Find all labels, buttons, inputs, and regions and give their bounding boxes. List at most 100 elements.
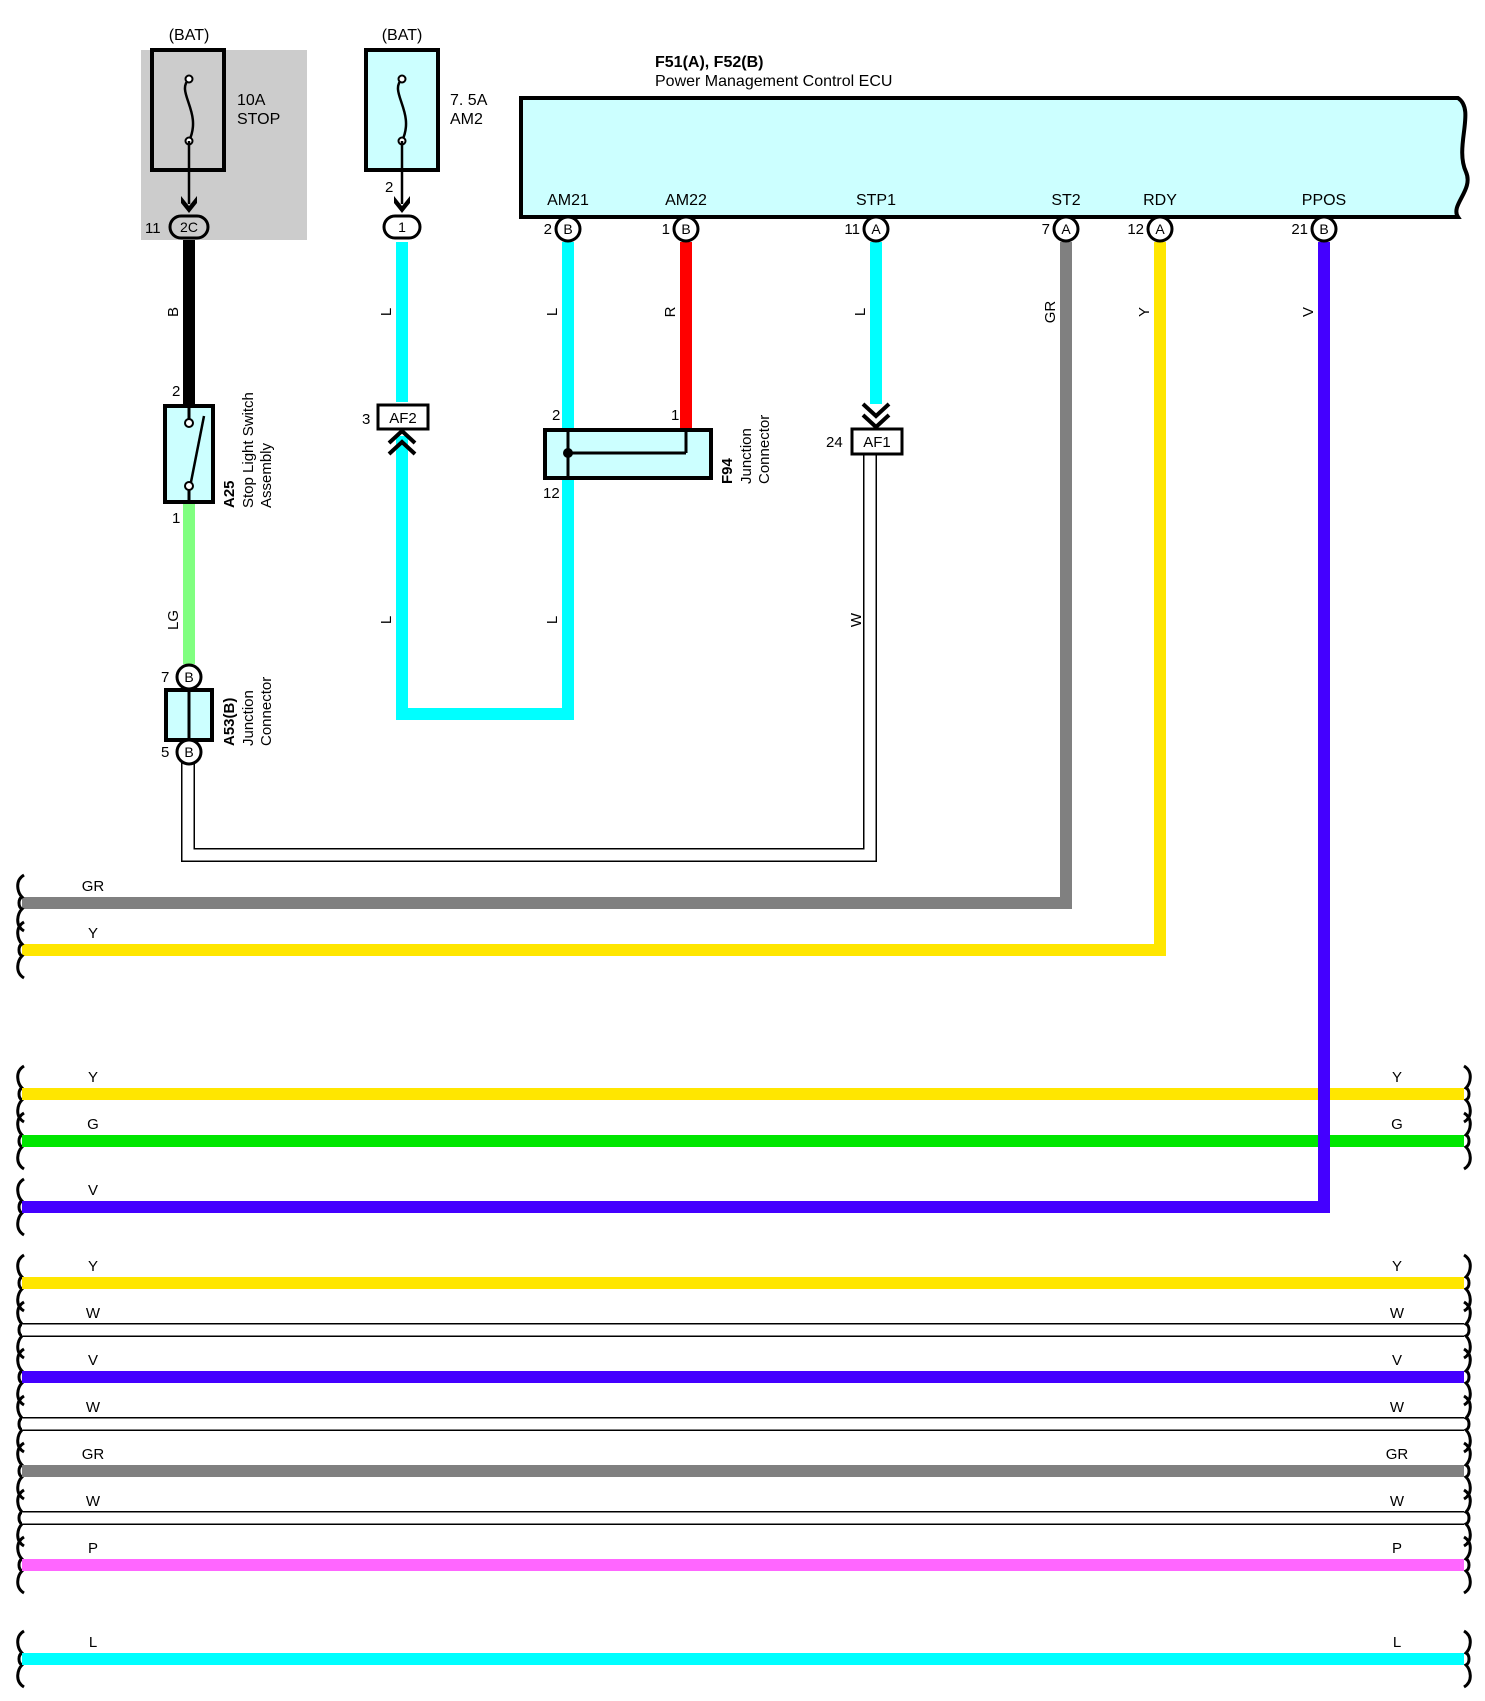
fuse-am2-element: [396, 78, 408, 142]
ecu-terminal-name: AM22: [665, 192, 707, 209]
bus-label-right: G: [1391, 1116, 1403, 1133]
connector-am2-pin: 1: [398, 219, 406, 235]
bus-label-left: W: [86, 1305, 101, 1322]
bus-label-left: G: [87, 1116, 99, 1133]
bus-label-right: Y: [1392, 1258, 1402, 1275]
wire-label-l-am2: L: [378, 308, 395, 316]
wire-l-loop: [396, 436, 574, 720]
arrow-down-icon: [394, 196, 410, 213]
fuse-stop-rating: 10A: [237, 92, 266, 109]
fuse-am2-bat: (BAT): [382, 27, 423, 44]
arrow-down-icon: [181, 196, 197, 213]
wire-gr-st2: [22, 242, 1072, 909]
bus-brace-left-icon: [16, 1629, 25, 1689]
wire-label-group: B L L R L GR Y V LG L L W: [165, 301, 1317, 630]
bus-label-left: GR: [82, 878, 105, 895]
af2-label: AF2: [389, 410, 417, 427]
ecu-name: Power Management Control ECU: [655, 73, 892, 90]
bus-label-left: P: [88, 1540, 98, 1557]
ecu-terminal-name: ST2: [1051, 192, 1080, 209]
bus-brace-left-icon: [16, 1394, 25, 1454]
af1-pin: 24: [826, 434, 843, 451]
switch-name1: Stop Light Switch: [240, 392, 257, 508]
wire-label-gr: GR: [1042, 301, 1059, 324]
f94-pin3: 12: [543, 485, 560, 502]
ecu-terminal-connector: [1146, 215, 1174, 243]
bus-label-right: W: [1390, 1493, 1405, 1510]
fuse-am2-name: AM2: [450, 111, 483, 128]
connector-am2: [382, 214, 422, 240]
fuse-stop-element: [183, 78, 195, 142]
ecu-terminal-pin: 1: [662, 221, 670, 238]
bus-brace-left-icon: [16, 920, 25, 980]
wire-y-rdy: [22, 242, 1166, 956]
ecu-terminal-connector: [672, 215, 700, 243]
bus-brace-left-icon: [16, 1300, 25, 1360]
a53-conn-bottom: [175, 738, 203, 766]
bus-brace-right-icon: [1463, 1347, 1472, 1407]
a53-conn-top-code: B: [184, 669, 193, 685]
bus-label-left: V: [88, 1352, 98, 1369]
ecu-terminal-name: PPOS: [1302, 192, 1346, 209]
bus-brace-left-icon: [16, 1441, 25, 1501]
ecu-terminal-code: B: [563, 221, 572, 237]
switch-contact: [189, 415, 206, 483]
bus-label-right: W: [1390, 1305, 1405, 1322]
fuse-stop-bat: (BAT): [169, 27, 210, 44]
bus-brace-right-icon: [1463, 1064, 1472, 1124]
bus-brace-left-icon: [16, 1064, 25, 1124]
bus-label-right: L: [1393, 1634, 1401, 1651]
ecu-box: [519, 96, 1470, 219]
wire-label-l-stp1: L: [852, 308, 869, 316]
wire-v-ppos: [22, 242, 1330, 1213]
bus-brace-right-icon: [1463, 1535, 1472, 1595]
f94-pin2: 1: [671, 407, 679, 424]
bus-brace-right-icon: [1463, 1253, 1472, 1313]
bus-label-left: GR: [82, 1446, 105, 1463]
bus-label-right: V: [1392, 1352, 1402, 1369]
bus-brace-right-icon: [1463, 1441, 1472, 1501]
af1-box: [850, 427, 904, 456]
f94-code: F94: [719, 457, 736, 484]
a53-pin-top: 7: [161, 669, 169, 686]
af2-box: [376, 403, 430, 431]
stop-light-switch: 2 1 A25 Stop Light Switch Assembly: [163, 383, 275, 527]
af2-pin: 3: [362, 411, 370, 428]
connector-af2: 3 AF2: [362, 403, 430, 456]
bus-label-left: W: [86, 1493, 101, 1510]
ecu-terminal-connector: [1052, 215, 1080, 243]
bus-label-right: P: [1392, 1540, 1402, 1557]
bus-brace-right-icon: [1463, 1394, 1472, 1454]
wire-w-fill: [182, 454, 876, 861]
bus-label-left: W: [86, 1399, 101, 1416]
wire-label-l-loop1: L: [378, 616, 395, 624]
bus-brace-left-icon: [16, 1177, 25, 1237]
wire-label-y: Y: [1136, 307, 1153, 317]
a53-name2: Connector: [258, 677, 275, 746]
ecu-terminal-connector: [554, 215, 582, 243]
ecu-terminal-pin: 21: [1291, 221, 1308, 238]
bus-label-left: Y: [88, 925, 98, 942]
bus-label-left: Y: [88, 1258, 98, 1275]
ecu-terminal-code: B: [1319, 221, 1328, 237]
bus-brace-left-icon: [16, 1535, 25, 1595]
wire-w-outline: [181, 454, 877, 862]
wire-label-l-loop2: L: [544, 616, 561, 624]
ecu-terminal-pin: 7: [1042, 221, 1050, 238]
ecu-terminal-pin: 12: [1127, 221, 1144, 238]
ecu-title: F51(A), F52(B): [655, 54, 763, 71]
chevron-down-icon: [861, 402, 891, 430]
ecu-terminal-pin: 2: [544, 221, 552, 238]
bus-brace-left-icon: [16, 1111, 25, 1171]
wire-label-b: B: [165, 307, 182, 317]
wire-label-r: R: [662, 306, 679, 317]
f94-name1: Junction: [738, 428, 755, 484]
junction-f94: 2 1 12 F94 Junction Connector: [543, 407, 773, 502]
wire-label-v: V: [1300, 307, 1317, 317]
bus-brace-right-icon: [1463, 1111, 1472, 1171]
switch-pin-top: 2: [172, 383, 180, 400]
bus-label-left: V: [88, 1182, 98, 1199]
ecu-terminal-connector: [862, 215, 890, 243]
